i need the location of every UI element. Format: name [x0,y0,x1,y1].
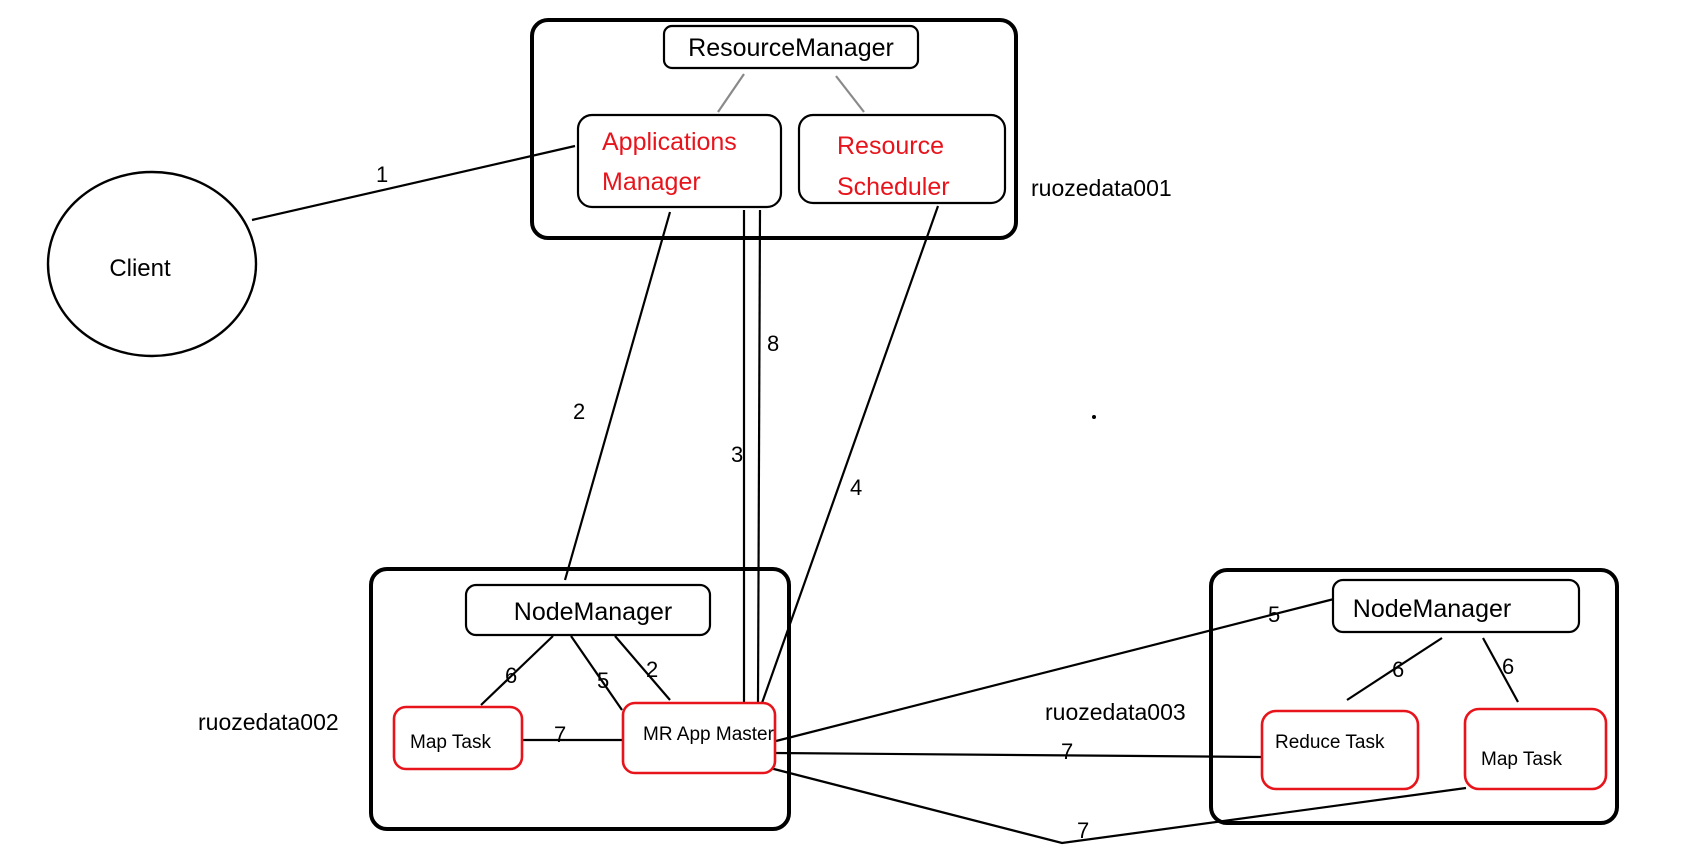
client-label: Client [109,255,171,282]
host-box-ruozedata001 [530,18,1018,240]
applications-manager-node: Applications Manager [576,113,783,209]
host-box-ruozedata003 [1209,568,1619,825]
client-node: Client [46,170,258,358]
edge-am-to-nm002 [563,211,672,581]
resource-manager-label: ResourceManager [688,34,894,62]
edge-label-nm003-to-maptask: 6 [1502,654,1514,679]
edge-nm002-to-mram-2 [614,635,671,701]
map-task-003-node: Map Task [1463,707,1608,791]
edge-label-nm002-to-mram-5: 5 [597,668,609,693]
map-task-002-node: Map Task [392,705,524,771]
edge-rm-to-am [717,73,745,113]
edge-label-rs-to-mram: 4 [850,475,862,500]
edge-label-nm002-to-maptask: 6 [505,663,517,688]
map-task-003-label: Map Task [1481,749,1562,770]
stray-dot [1092,415,1096,419]
mr-app-master-node: MR App Master [621,701,777,775]
host-label-ruozedata002: ruozedata002 [198,709,339,735]
resource-scheduler-node: Resource Scheduler [797,113,1007,205]
edge-nm002-to-maptask [480,635,554,706]
edge-label-am-to-mram: 3 [731,442,743,467]
edge-mram-to-am [756,209,762,704]
host-box-ruozedata002 [369,567,791,831]
node-manager-003-node: NodeManager [1331,578,1581,634]
map-task-002-label: Map Task [410,732,491,753]
edge-label-mram-to-reduce: 7 [1061,739,1073,764]
edge-mram-to-nm003 [775,597,1335,743]
reduce-task-003-node: Reduce Task [1260,709,1420,791]
applications-manager-label-line1: Applications [602,128,737,156]
edge-nm003-to-maptask [1482,637,1519,703]
edge-label-client-to-am: 1 [376,162,388,187]
reduce-task-003-label: Reduce Task [1275,732,1385,753]
edge-label-mram-to-nm003: 5 [1268,602,1280,627]
edge-label-mram-to-maptask003: 7 [1077,818,1089,843]
edge-label-nm003-to-reduce: 6 [1392,657,1404,682]
resource-manager-node: ResourceManager [662,24,920,70]
mr-app-master-label: MR App Master [643,724,775,745]
host-label-ruozedata003: ruozedata003 [1045,699,1186,725]
edge-rs-to-mram [760,205,940,704]
edge-mram-to-reduce [774,751,1263,759]
host-label-ruozedata001: ruozedata001 [1031,175,1172,201]
resource-scheduler-label-line2: Scheduler [837,173,950,201]
edge-nm003-to-reduce [1346,637,1443,701]
node-manager-002-node: NodeManager [464,583,712,637]
applications-manager-label-line2: Manager [602,168,701,196]
edge-label-nm002-to-mram-2: 2 [646,657,658,682]
edge-label-maptask-to-mram: 7 [554,722,566,747]
edge-label-am-to-nm002: 2 [573,399,585,424]
edge-label-mram-to-am: 8 [767,331,779,356]
node-manager-002-label: NodeManager [514,598,672,626]
edge-mram-to-maptask003 [769,766,1467,845]
edge-nm002-to-mram-5 [570,635,623,711]
edge-rm-to-rs [835,75,865,113]
resource-scheduler-label-line1: Resource [837,132,944,160]
node-manager-003-label: NodeManager [1353,595,1511,623]
edge-client-to-am [251,144,576,222]
